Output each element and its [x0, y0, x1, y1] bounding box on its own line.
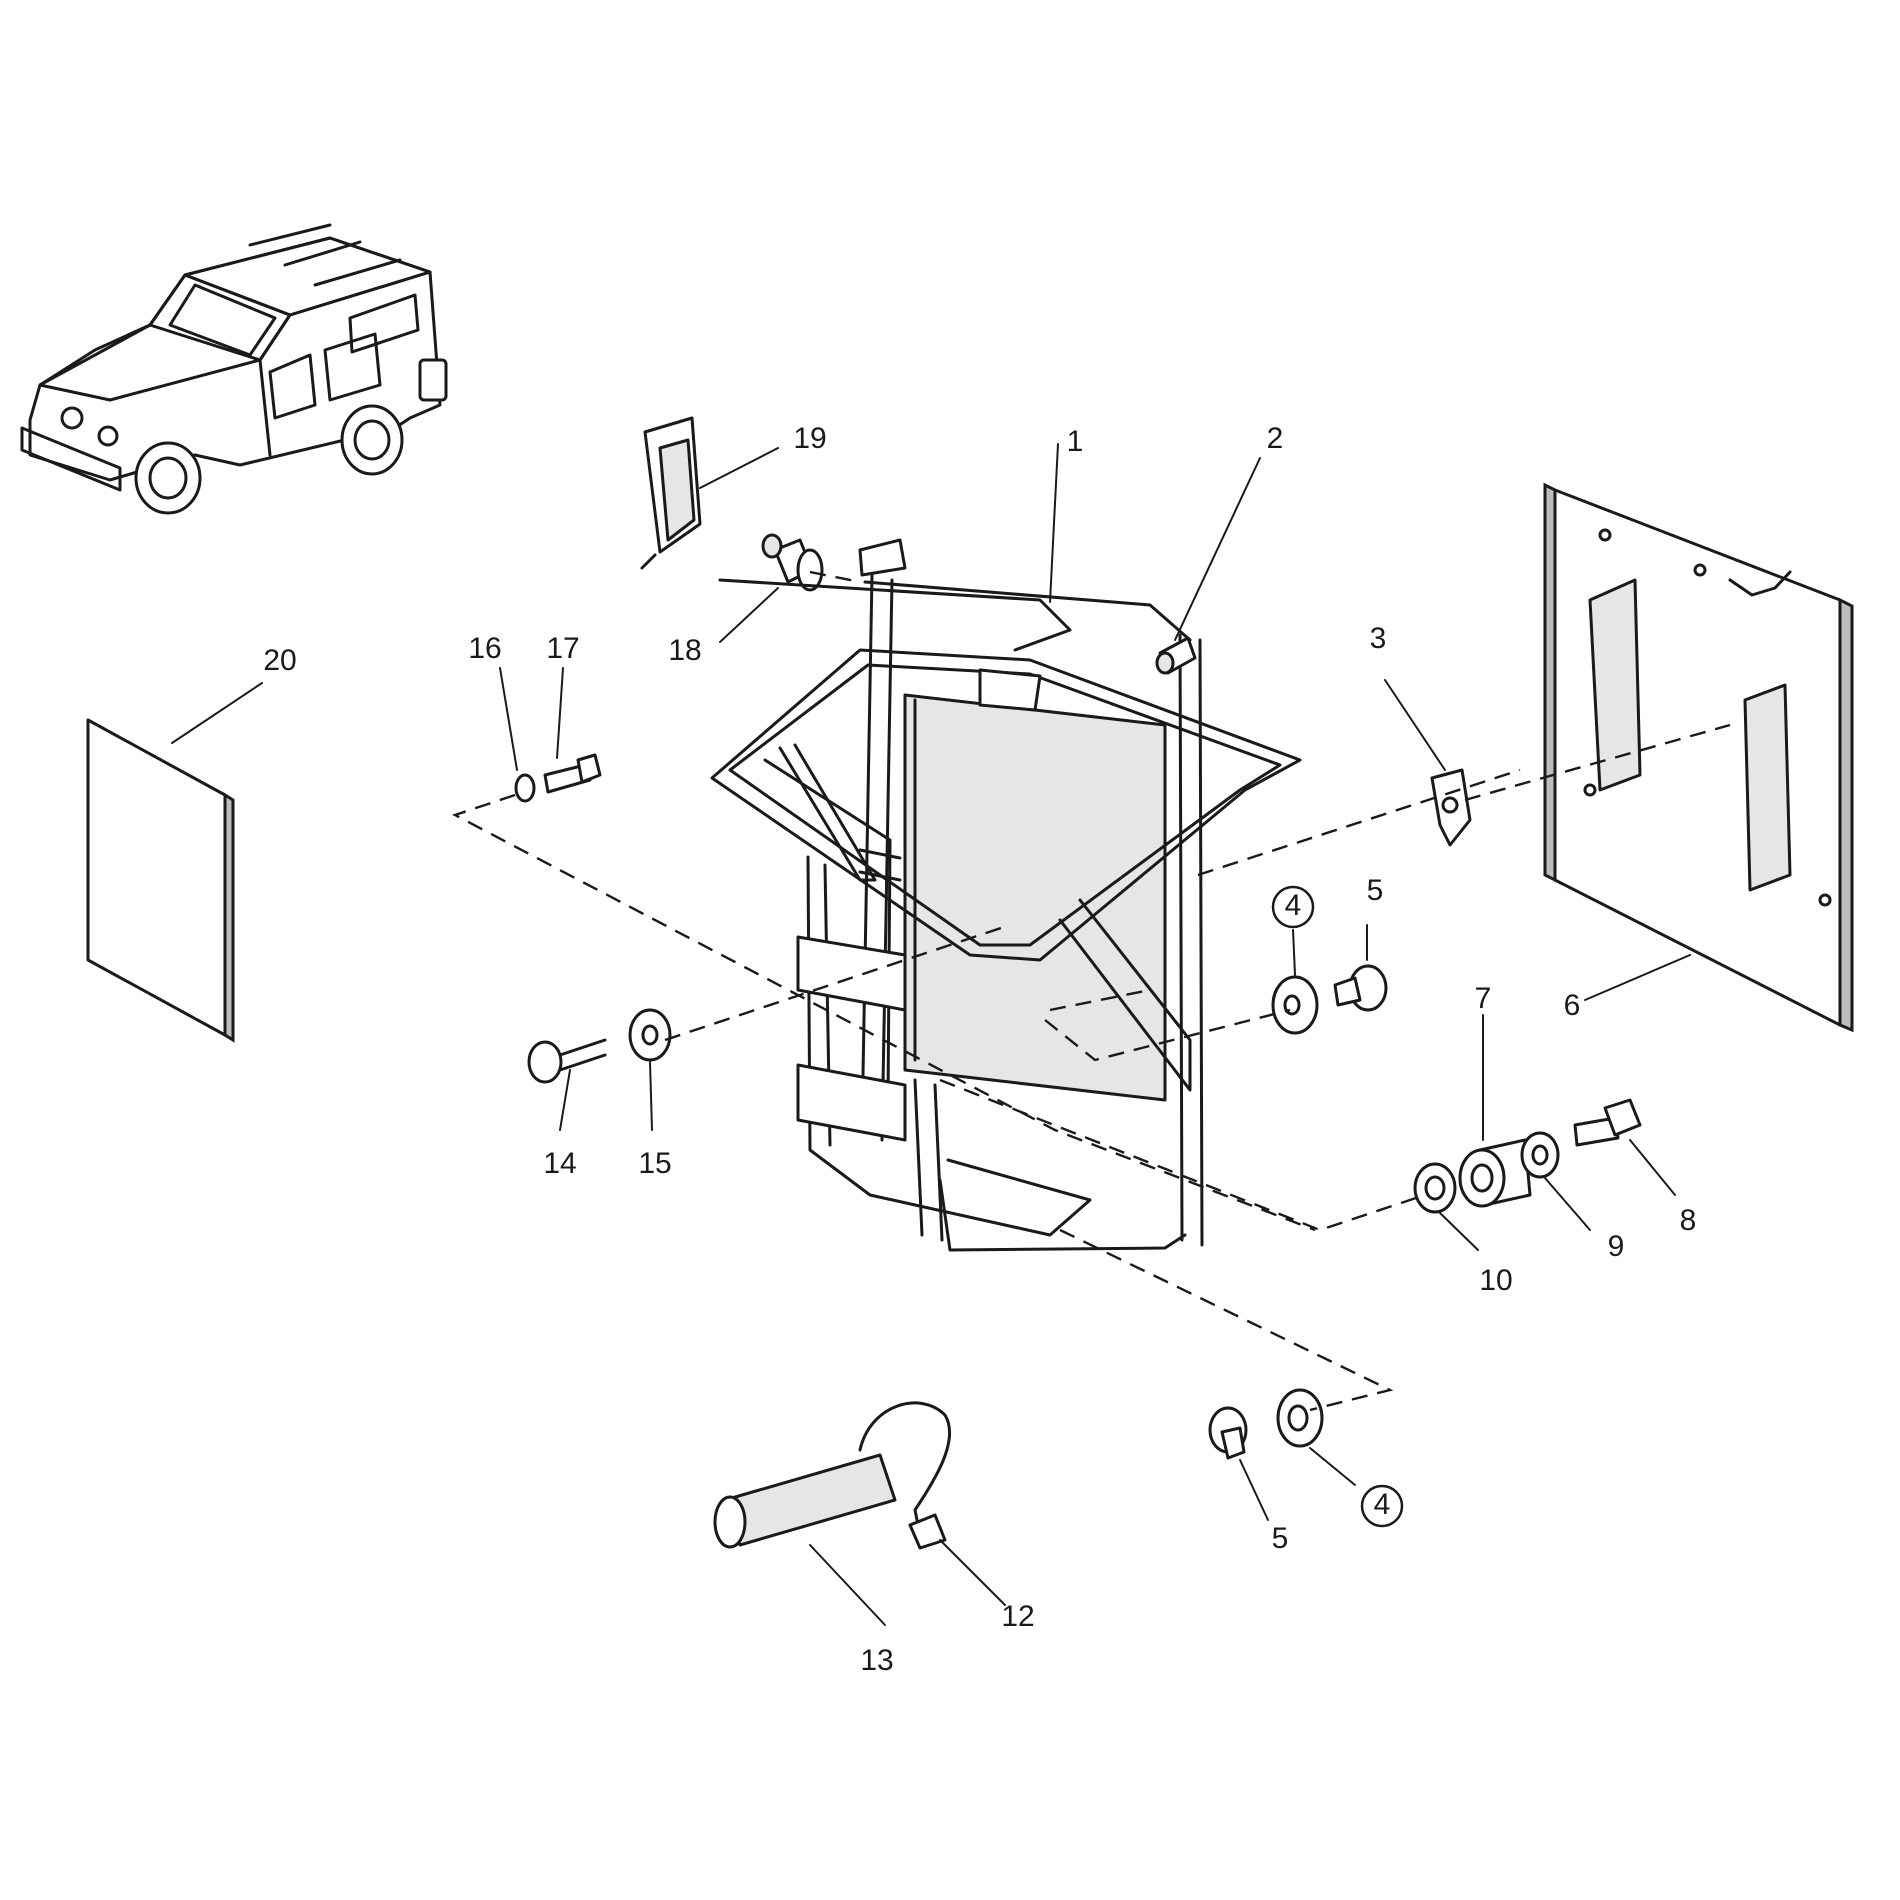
- label-4-lower-circle: [1360, 1484, 1404, 1528]
- label-6: 6: [1564, 989, 1581, 1022]
- label-9: 9: [1608, 1230, 1625, 1263]
- label-17: 17: [546, 632, 579, 665]
- part-4-5-lower-fasteners: [1208, 1388, 1356, 1521]
- part-20-panel: [86, 682, 263, 1043]
- part-14-15-16-17-fasteners: [499, 667, 672, 1131]
- label-12: 12: [1001, 1600, 1034, 1633]
- label-10: 10: [1479, 1264, 1512, 1297]
- label-4-lower: 4: [1374, 1488, 1391, 1521]
- label-14: 14: [543, 1147, 576, 1180]
- label-20: 20: [263, 644, 296, 677]
- label-5-lower: 5: [1272, 1522, 1289, 1555]
- assembly-lines: [451, 570, 1731, 1412]
- part-1-frame: [710, 443, 1302, 1252]
- label-3: 3: [1370, 622, 1387, 655]
- label-15: 15: [638, 1147, 671, 1180]
- part-6-back-plate: [1543, 482, 1854, 1033]
- part-labels: 1 2 3 4 5 6 7 8 9 10 4 5 12 13 14 15 16 …: [263, 422, 1696, 1677]
- part-12-13-tube-clamp: [713, 1401, 1006, 1626]
- label-4-upper: 4: [1285, 889, 1302, 922]
- part-7-8-9-10-fasteners: [1413, 1014, 1676, 1251]
- label-18: 18: [668, 634, 701, 667]
- label-13: 13: [860, 1644, 893, 1677]
- label-19: 19: [793, 422, 826, 455]
- label-1: 1: [1067, 425, 1084, 458]
- label-2: 2: [1267, 422, 1284, 455]
- label-5-upper: 5: [1367, 874, 1384, 907]
- part-19-clamp: [640, 416, 779, 570]
- label-16: 16: [468, 632, 501, 665]
- part-2-pin: [1155, 457, 1261, 675]
- label-7: 7: [1475, 982, 1492, 1015]
- part-3-clip: [1384, 679, 1472, 847]
- part-4-5-upper-fasteners: [1271, 924, 1388, 1035]
- label-8: 8: [1680, 1204, 1697, 1237]
- label-4-upper-circle: [1271, 885, 1315, 929]
- part-18-plug: [719, 533, 824, 643]
- vehicle-illustration: [20, 223, 448, 515]
